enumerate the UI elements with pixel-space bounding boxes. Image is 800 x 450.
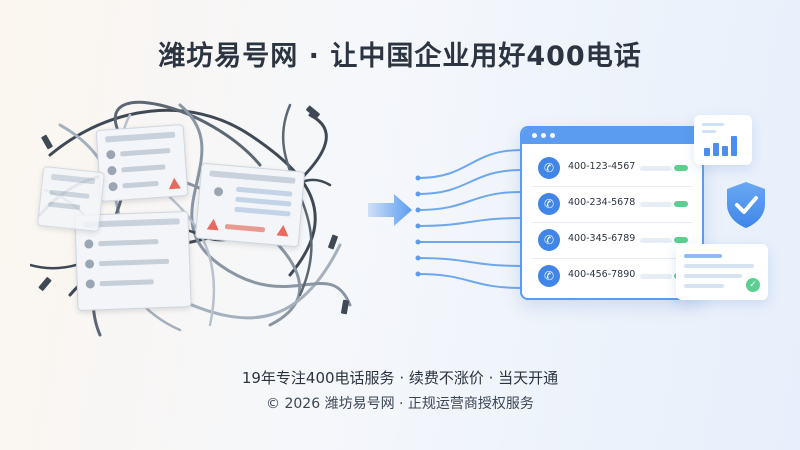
arrow-right-icon: [368, 194, 412, 226]
page-title: 潍坊易号网 · 让中国企业用好400电话: [158, 41, 642, 72]
phone-icon: [107, 165, 117, 176]
phone-icon: ✆: [538, 265, 560, 287]
phone-number-text: 400-456-7890: [568, 269, 636, 280]
tagline: 19年专注400电话服务 · 续费不涨价 · 当天开通: [241, 369, 559, 387]
phone-number-text: 400-345-6789: [568, 233, 636, 244]
status-indicator: [674, 237, 688, 243]
phone-icon: [84, 259, 95, 269]
organized-lines: [415, 149, 523, 289]
phone-number-row[interactable]: ✆ 400-345-6789: [522, 226, 702, 256]
phone-number-text: 400-234-5678: [568, 197, 636, 208]
status-indicator: [674, 201, 688, 207]
phone-icon: ✆: [538, 193, 560, 215]
phone-number-text: 400-123-4567: [568, 161, 636, 172]
check-icon: ✓: [746, 278, 760, 292]
phone-icon: [108, 181, 118, 192]
tangled-cables-illustration: [30, 95, 360, 340]
messy-contact-card: [95, 124, 189, 202]
warning-icon: [276, 224, 290, 237]
phone-icon: [84, 239, 94, 249]
messy-contact-card: [37, 165, 105, 233]
phone-icon: [106, 149, 116, 160]
phone-number-row[interactable]: ✆ 400-456-7890: [522, 262, 702, 292]
warning-icon: [168, 177, 181, 190]
analytics-card: [694, 115, 752, 165]
shield-check-icon: [727, 182, 765, 228]
phone-icon: [85, 279, 95, 289]
phone-number-panel: ✆ 400-123-4567 ✆ 400-234-5678 ✆ 400-345-…: [520, 126, 704, 300]
verified-card: ✓: [676, 244, 768, 300]
warning-icon: [206, 218, 220, 231]
phone-icon: ✆: [538, 157, 560, 179]
phone-number-row[interactable]: ✆ 400-123-4567: [522, 154, 702, 184]
status-indicator: [674, 165, 688, 171]
phone-number-row[interactable]: ✆ 400-234-5678: [522, 190, 702, 220]
panel-titlebar: [522, 128, 702, 144]
phone-icon: [213, 186, 224, 197]
copyright-text: © 2026 潍坊易号网 · 正规运营商授权服务: [266, 396, 534, 412]
phone-icon: ✆: [538, 229, 560, 251]
messy-contact-card: [194, 162, 306, 248]
